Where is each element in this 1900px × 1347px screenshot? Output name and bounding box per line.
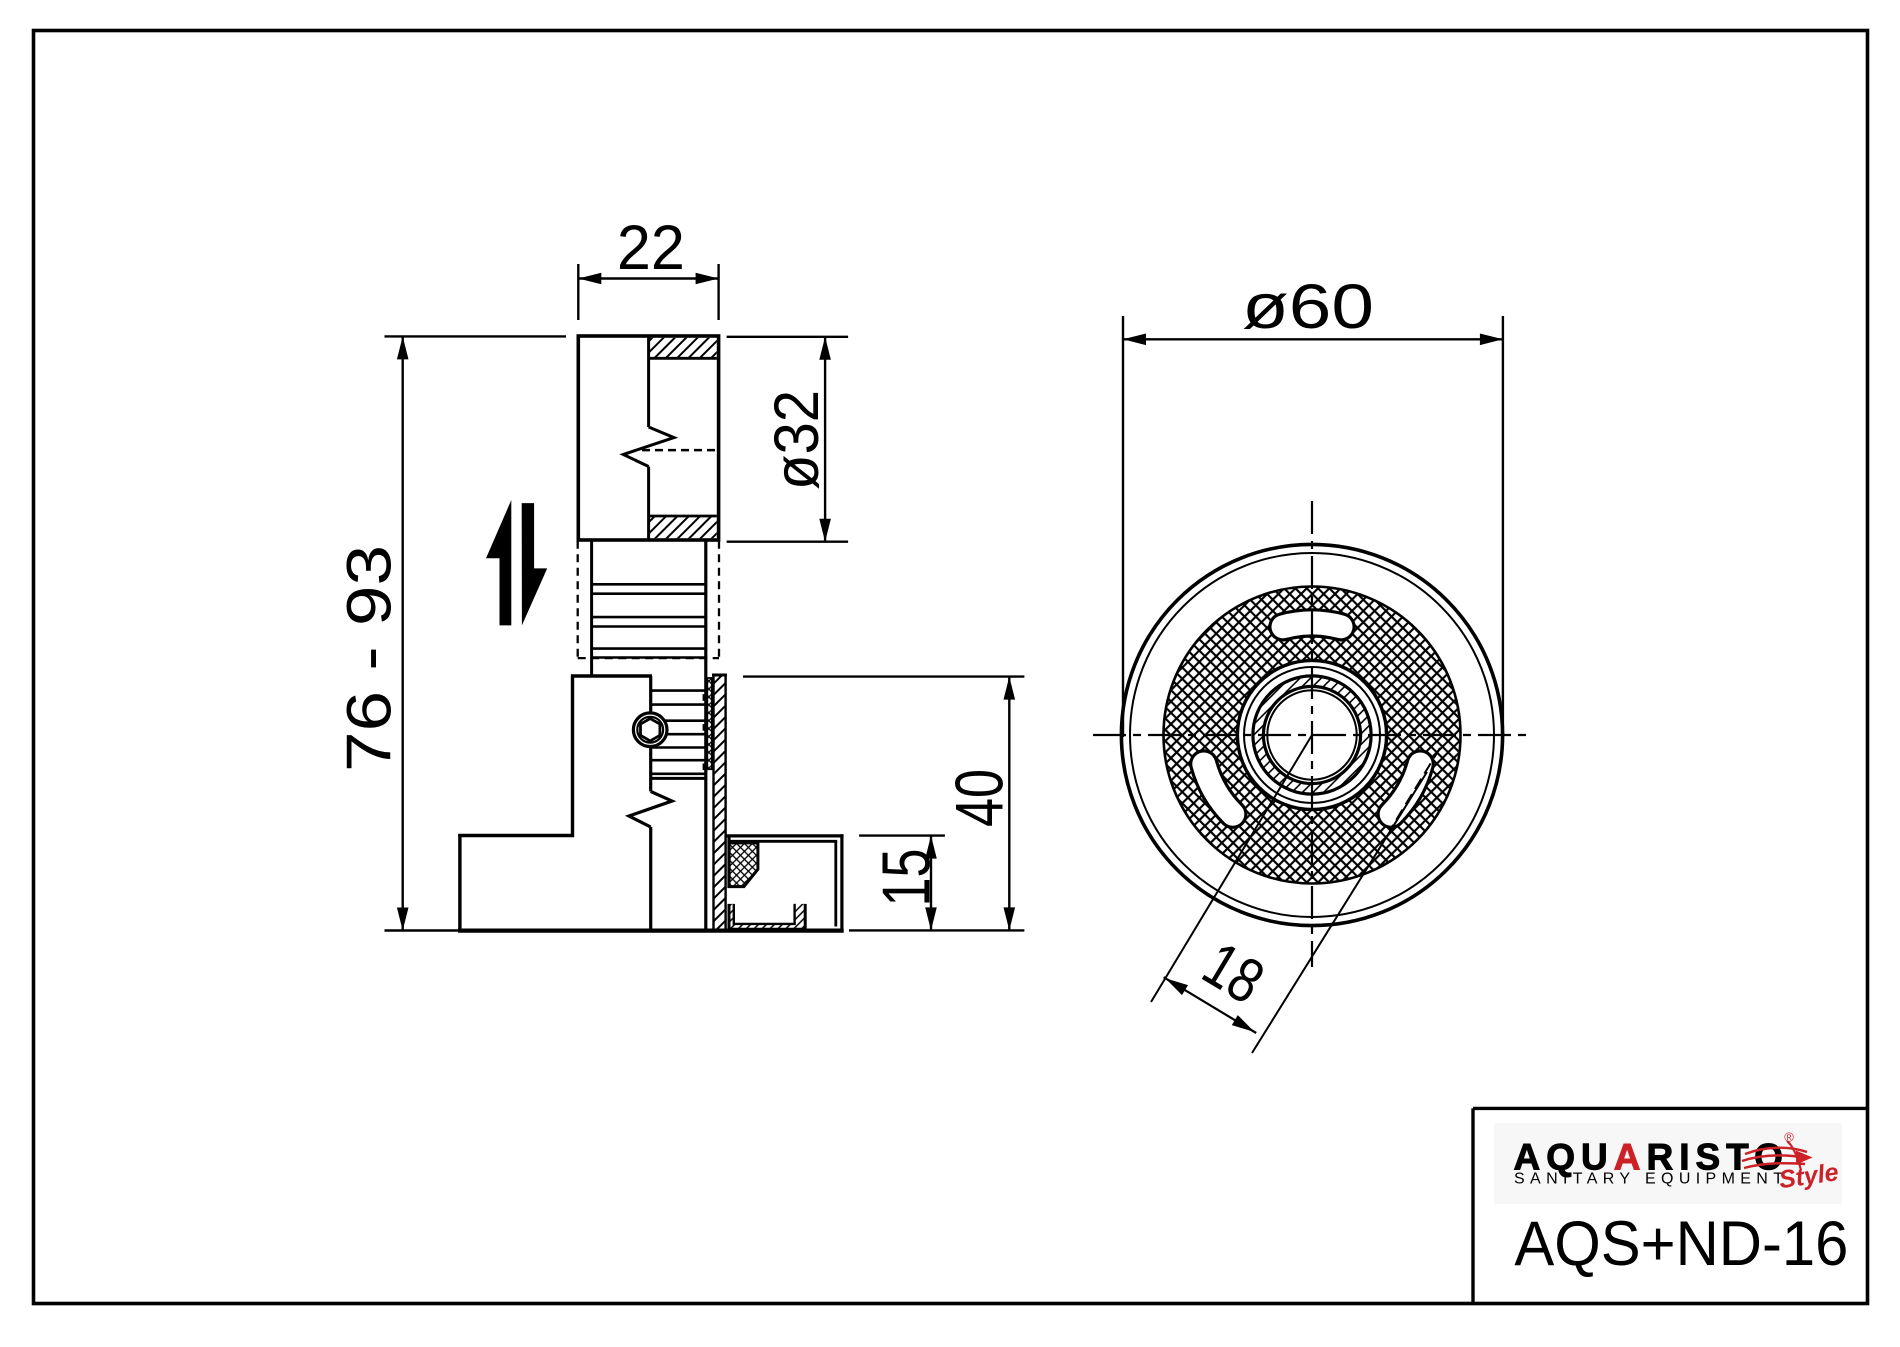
svg-text:®: ® [1784, 1130, 1794, 1145]
svg-text:ø60: ø60 [1242, 272, 1374, 342]
svg-text:40: 40 [942, 769, 1018, 827]
svg-text:22: 22 [617, 213, 685, 283]
svg-text:AQS+ND-16: AQS+ND-16 [1514, 1209, 1848, 1279]
svg-text:76 - 93: 76 - 93 [335, 545, 405, 772]
svg-text:SANITARY EQUIPMENT: SANITARY EQUIPMENT [1514, 1171, 1785, 1188]
svg-text:ø32: ø32 [762, 390, 832, 490]
svg-text:15: 15 [869, 849, 945, 907]
